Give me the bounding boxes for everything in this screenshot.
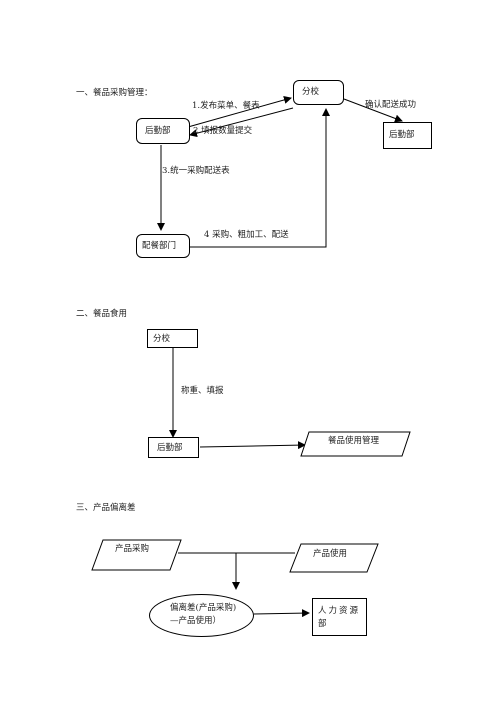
weigh-report-label: 称重、填报 [181,386,224,396]
section2-heading: 二、餐品食用 [76,309,128,319]
logistics-box-2: 后勤部 [148,437,199,458]
arrow-to-usage-mgmt [199,441,306,450]
school-label-2: 分校 [153,334,171,344]
arrow-to-hr [253,609,310,618]
usage-label: 产品使用 [313,549,348,559]
section1-heading: 一、餐品采购管理： [76,88,153,98]
logistics-confirm-label: 后勤部 [389,130,415,140]
deviation-line1: 偏离差(产品采购) [170,603,237,613]
catering-label: 配餐部门 [142,241,177,251]
step1-label: 1.发布菜单、餐表 [192,101,260,111]
catering-box: 配餐部门 [136,234,190,258]
school-label: 分校 [302,87,320,97]
step3-label: 3.统一采购配送表 [162,166,230,176]
purchase-parallelogram: 产品采购 [91,539,182,571]
purchase-label: 产品采购 [115,544,150,554]
logistics-box: 后勤部 [136,118,190,144]
usage-parallelogram: 产品使用 [289,543,379,573]
hr-label-line1: 人力资源 [318,606,361,616]
logistics-label-2: 后勤部 [157,443,183,453]
step2-label: 2.填报数量提交 [193,126,253,136]
arrow-confirm-delivery [343,98,403,123]
arrow-submit-quantity [189,107,294,138]
usage-mgmt-label: 餐品使用管理 [328,436,380,446]
hr-box: 人力资源 部 [312,598,367,636]
logistics-label: 后勤部 [145,126,171,136]
arrow-publish-menu [187,96,292,128]
usage-mgmt-parallelogram: 餐品使用管理 [300,431,411,457]
confirm-label: 确认配送成功 [365,100,417,110]
arrow-delivery-to-school [190,108,330,248]
deviation-line2: —产品使用） [170,616,222,626]
section3-heading: 三、产品偏离差 [76,503,136,513]
school-box: 分校 [293,80,344,105]
step4-label: 4 采购、粗加工、配送 [204,230,289,240]
deviation-ellipse: 偏离差(产品采购) —产品使用） [149,594,254,637]
hr-label-line2: 部 [318,619,327,629]
school-box-2: 分校 [147,329,198,348]
logistics-confirm-box: 后勤部 [383,122,432,149]
